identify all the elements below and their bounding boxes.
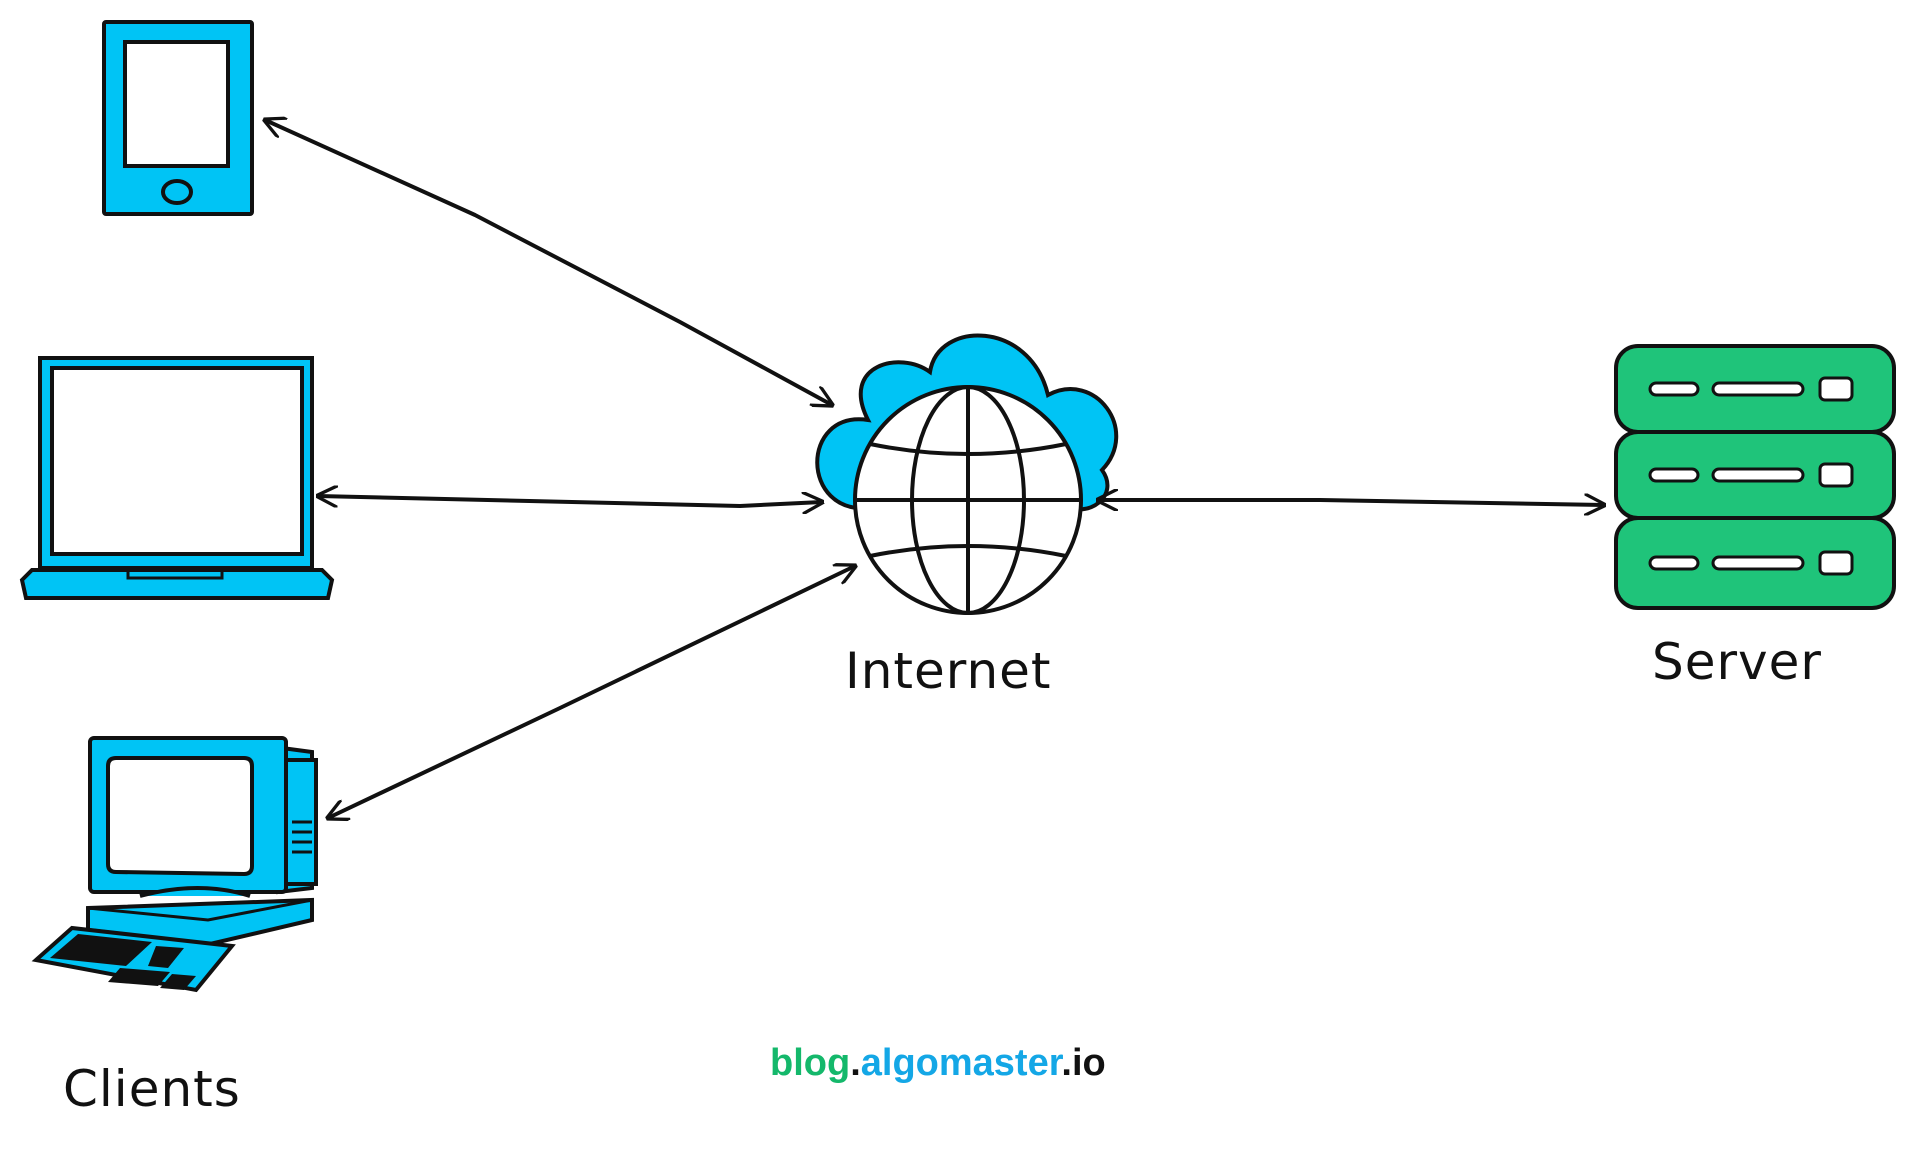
arrow-laptop-internet — [318, 496, 822, 506]
watermark-part-algomaster: algomaster — [860, 1042, 1062, 1084]
server-rack-icon — [1614, 344, 1896, 610]
watermark: blog.algomaster.io — [770, 1042, 1106, 1085]
clients-label: Clients — [63, 1060, 241, 1118]
server-label: Server — [1652, 633, 1822, 691]
desktop-computer-icon — [31, 736, 318, 993]
watermark-dot-2: . — [1061, 1042, 1072, 1084]
laptop-icon — [19, 356, 335, 600]
tablet-icon — [102, 20, 254, 216]
watermark-part-blog: blog — [770, 1042, 851, 1084]
watermark-dot-1: . — [850, 1042, 861, 1084]
arrow-tablet-internet — [265, 120, 832, 405]
arrow-internet-server — [1098, 500, 1604, 505]
internet-label: Internet — [845, 642, 1052, 700]
arrow-desktop-internet — [328, 566, 855, 818]
watermark-part-io: io — [1071, 1042, 1106, 1084]
cloud-globe-icon — [815, 333, 1119, 615]
